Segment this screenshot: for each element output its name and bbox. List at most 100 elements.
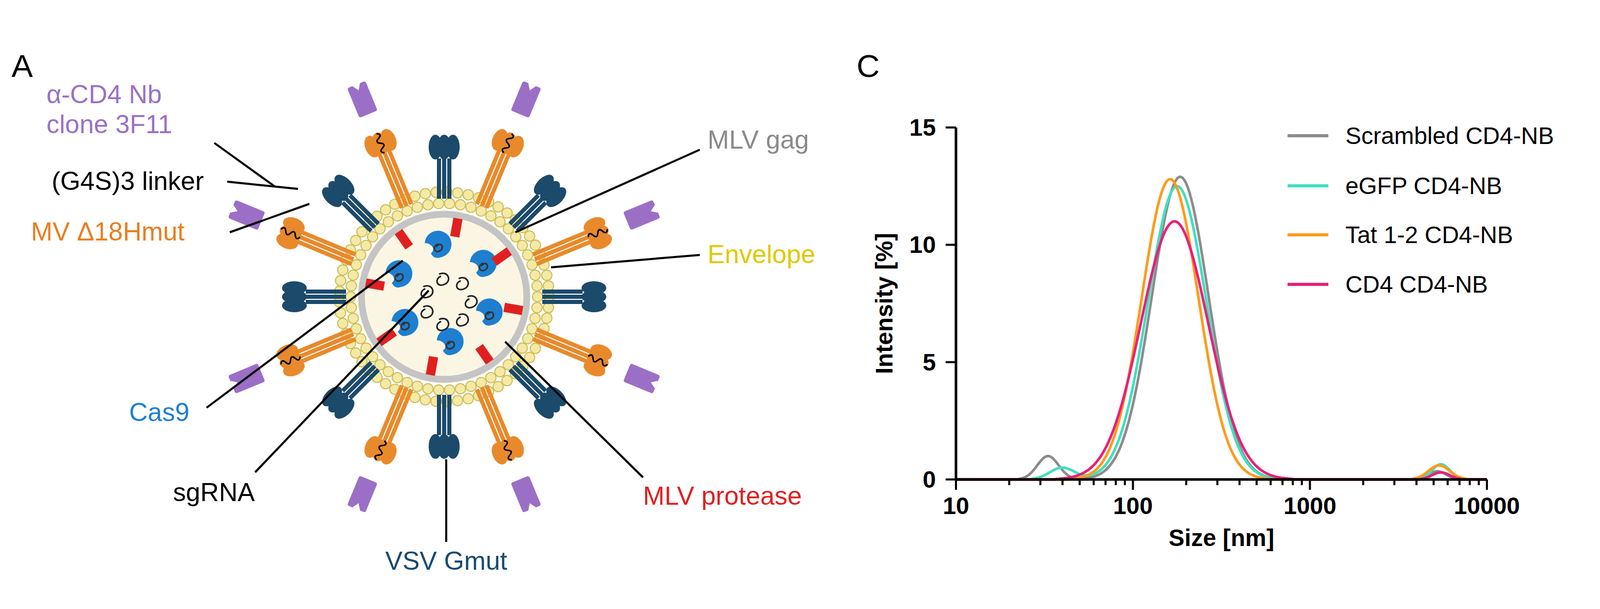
lipid-bead [485, 372, 497, 384]
part-label: MLV protease [642, 481, 803, 512]
x-tick [1255, 479, 1258, 486]
lipid-bead [337, 264, 349, 276]
vsvg-stalk [515, 201, 548, 233]
protease [450, 217, 463, 239]
mvh-stalk [475, 388, 502, 446]
mvh-stalk [382, 150, 409, 208]
linker [279, 227, 302, 241]
vsvg-head [428, 434, 443, 460]
x-tick [1485, 479, 1488, 491]
mvh-stalk [534, 234, 591, 262]
legend-text: eGFP CD4-NB [1345, 172, 1502, 200]
capsid-core [357, 210, 531, 384]
vsvg-head [281, 281, 307, 295]
x-tick [1468, 479, 1471, 486]
sgrna [456, 314, 469, 326]
part-label: (G4S)3 linker [51, 166, 205, 197]
x-tick [1185, 479, 1188, 486]
sgrna-bound [395, 273, 403, 282]
lipid-bead [380, 205, 391, 216]
lipid-bead [392, 372, 403, 384]
nanobody [623, 199, 661, 231]
vsvg-stalk [442, 395, 447, 436]
sgrna [465, 295, 478, 308]
lipid-bead [392, 210, 403, 222]
vsvg-stalk [305, 289, 347, 294]
mvh-stalk [377, 384, 404, 442]
lipid-bead [346, 280, 357, 292]
protease [491, 247, 512, 266]
y-tick [945, 478, 956, 481]
lipid-bead [530, 343, 541, 354]
mvh-head [581, 357, 608, 381]
mvh-stalk [295, 327, 353, 355]
lipid-bead [463, 394, 474, 405]
nanobody [347, 476, 378, 514]
vsvg-stalk [436, 158, 442, 199]
x-tick [1092, 479, 1095, 486]
lipid-bead [355, 249, 366, 261]
vsvg-stalk [512, 365, 544, 397]
nanobody-notch [230, 205, 240, 215]
x-tick [1039, 479, 1042, 486]
lipid-bead [452, 187, 463, 199]
part-label: sgRNA [173, 478, 255, 509]
lipid-bead [463, 189, 474, 200]
vsvg-stalk [442, 158, 447, 199]
lipid-bead [529, 270, 541, 281]
axis-title: Size [nm] [1168, 524, 1275, 553]
nanobody [510, 476, 542, 514]
protease-bar [491, 247, 512, 266]
x-tick [1281, 479, 1284, 486]
lipid-bead [455, 383, 466, 395]
lipid-bead [380, 378, 391, 389]
legend-text: Tat 1-2 CD4-NB [1345, 221, 1514, 249]
lipid-bead [433, 198, 444, 209]
tick-label: 10 [942, 492, 969, 521]
nanobody-notch [525, 83, 536, 92]
lipid-bead [494, 366, 506, 378]
lipid-bead [531, 302, 543, 313]
lipid-bead [452, 395, 463, 406]
y-tick [945, 243, 956, 246]
spike [502, 355, 570, 423]
lipid-bead [420, 395, 431, 406]
cas9 [476, 298, 504, 326]
x-tick [1308, 479, 1311, 491]
tick-label: 10000 [1453, 492, 1520, 521]
linker [587, 354, 609, 368]
lipid-bead [493, 381, 504, 392]
vsvg-stalk [436, 395, 442, 436]
lipid-bead [348, 270, 359, 281]
x-tick [1008, 479, 1011, 486]
protease [394, 229, 413, 250]
vsvg-stalk [348, 194, 381, 226]
mvh-head [280, 214, 307, 237]
y-tick [945, 361, 956, 364]
lipid-bead [465, 381, 477, 392]
mvh-stalk [534, 332, 591, 359]
vsvg-head [530, 395, 558, 423]
leader-line [206, 260, 403, 409]
lipid-bead [433, 385, 444, 396]
protease [475, 343, 494, 365]
vsvg-head [581, 299, 607, 313]
lipid-bead [522, 333, 533, 344]
vsvg-stalk [542, 289, 583, 294]
lipid-bead [374, 359, 386, 371]
x-tick [1291, 479, 1294, 486]
linker [501, 132, 515, 154]
legend-text: Scrambled CD4-NB [1345, 122, 1555, 150]
mvh-head [505, 133, 528, 160]
mvh-stalk [531, 337, 589, 364]
linker [374, 132, 388, 154]
sgrna-bound [434, 244, 443, 253]
nanobody-notch [352, 502, 363, 511]
mvh-stalk [536, 239, 593, 266]
panel-letter: C [856, 47, 881, 85]
mvh-stalk [484, 152, 511, 210]
x-tick [1216, 479, 1219, 486]
spike [318, 355, 386, 423]
